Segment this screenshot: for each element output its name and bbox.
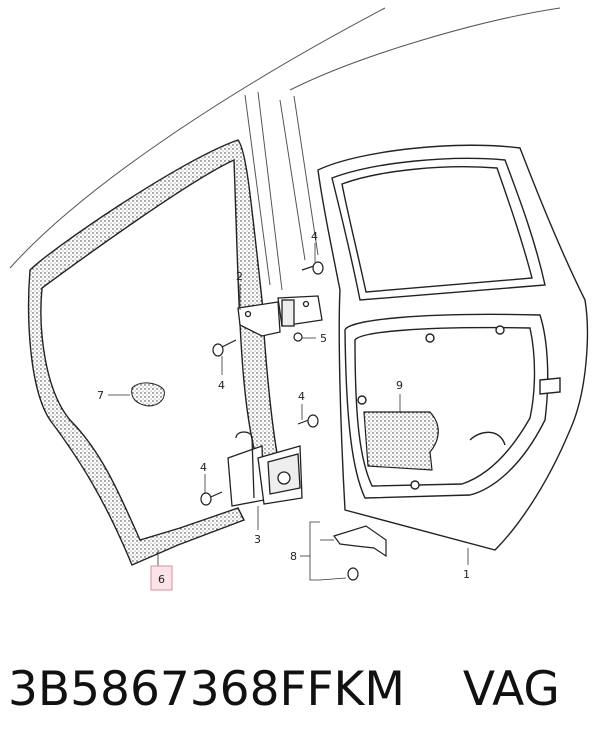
callout-1: 1 xyxy=(463,568,470,581)
lower-hinge xyxy=(227,431,303,507)
door-bracket xyxy=(333,525,387,581)
callout-4: 4 xyxy=(218,379,225,392)
screw xyxy=(293,332,303,342)
callout-5: 5 xyxy=(320,332,327,345)
callout-7: 7 xyxy=(97,389,104,402)
callout-6: 6 xyxy=(158,573,165,586)
bolt xyxy=(200,261,324,506)
callout-4: 4 xyxy=(298,390,305,403)
brand-label: VAG xyxy=(462,662,560,717)
sound-insulation-pad xyxy=(363,411,439,471)
callout-4: 4 xyxy=(311,230,318,243)
callout-3: 3 xyxy=(254,533,261,546)
callout-8: 8 xyxy=(290,550,297,563)
door-seal xyxy=(27,139,281,566)
callout-labels: 4 2 4 5 7 4 4 3 9 8 1 6 xyxy=(97,230,470,591)
door-parts-diagram: 4 2 4 5 7 4 4 3 9 8 1 6 xyxy=(9,7,589,591)
part-number-footer: 3B5867368FFKM VAG xyxy=(8,662,560,717)
plug xyxy=(131,382,165,407)
callout-9: 9 xyxy=(396,379,403,392)
callout-2: 2 xyxy=(236,270,243,283)
callout-6-highlight xyxy=(150,565,173,591)
door-assembly xyxy=(317,144,589,551)
callout-4: 4 xyxy=(200,461,207,474)
part-number: 3B5867368FFKM xyxy=(8,662,405,717)
upper-hinge xyxy=(237,295,323,337)
car-body-outline xyxy=(9,7,561,291)
leader-lines xyxy=(108,243,469,581)
